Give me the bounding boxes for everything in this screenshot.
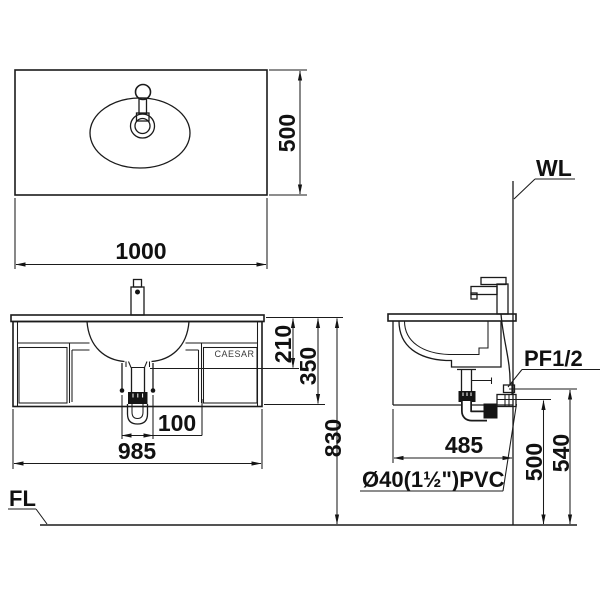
drain-pipe-callout: Ø40(1½")PVC — [360, 403, 518, 492]
dim-label-counter-to-drain: 210 — [270, 325, 296, 363]
side-section: WL — [360, 155, 600, 525]
dim-label-supply-height: 540 — [548, 434, 574, 472]
dim-label-cabinet-height: 350 — [295, 347, 321, 385]
faucet-front — [130, 278, 145, 316]
supply-hose-side — [500, 313, 511, 386]
countertop-outline — [14, 69, 268, 196]
front-elevation: CAESAR 100 98 — [10, 278, 346, 525]
faucet-plan — [129, 83, 156, 139]
dim-label-plan-depth: 500 — [274, 114, 300, 152]
dim-side-depth: 485 — [392, 409, 513, 463]
floor-line-callout: FL — [8, 486, 48, 525]
dim-cabinet-width: 985 — [12, 409, 263, 469]
dim-plan-depth: 500 — [269, 69, 307, 196]
plan-view: 500 1000 — [14, 69, 307, 269]
basin-side-section — [398, 320, 502, 368]
wall-line-label: WL — [536, 155, 572, 181]
supply-label: PF1/2 — [524, 346, 583, 371]
floor: FL — [8, 486, 577, 526]
drain-side — [457, 368, 517, 422]
supply-callout: PF1/2 — [507, 346, 600, 388]
brand-label: CAESAR — [214, 349, 254, 359]
floor-line-label: FL — [9, 486, 36, 511]
dim-label-side-depth: 485 — [445, 432, 484, 458]
drain-front — [126, 367, 149, 425]
middle-panel — [71, 349, 200, 402]
dim-label-drain-offset: 100 — [158, 410, 196, 436]
dim-front-verticals: 210 350 830 — [150, 316, 346, 525]
dim-label-cabinet-width: 985 — [118, 438, 157, 464]
door-panel-left — [18, 346, 68, 404]
dim-label-counter-height: 830 — [320, 419, 346, 457]
faucet-side — [470, 276, 509, 315]
basin-front-section — [86, 321, 190, 369]
dim-side-heights: 500 540 — [497, 388, 577, 525]
cabinet-side — [392, 321, 513, 406]
door-panel-right — [202, 346, 258, 404]
dim-label-drain-height: 500 — [521, 443, 547, 481]
dim-plan-width: 1000 — [14, 198, 268, 269]
dim-label-plan-width: 1000 — [115, 238, 166, 264]
wall-line-callout: WL — [513, 155, 575, 200]
supply-hoses-front — [119, 363, 156, 393]
counter-side — [387, 313, 517, 322]
counter-front — [10, 314, 265, 323]
drain-pipe-label: Ø40(1½")PVC — [362, 467, 505, 492]
dim-drain-offset: 100 — [121, 395, 203, 439]
cabinet-front — [12, 320, 263, 408]
